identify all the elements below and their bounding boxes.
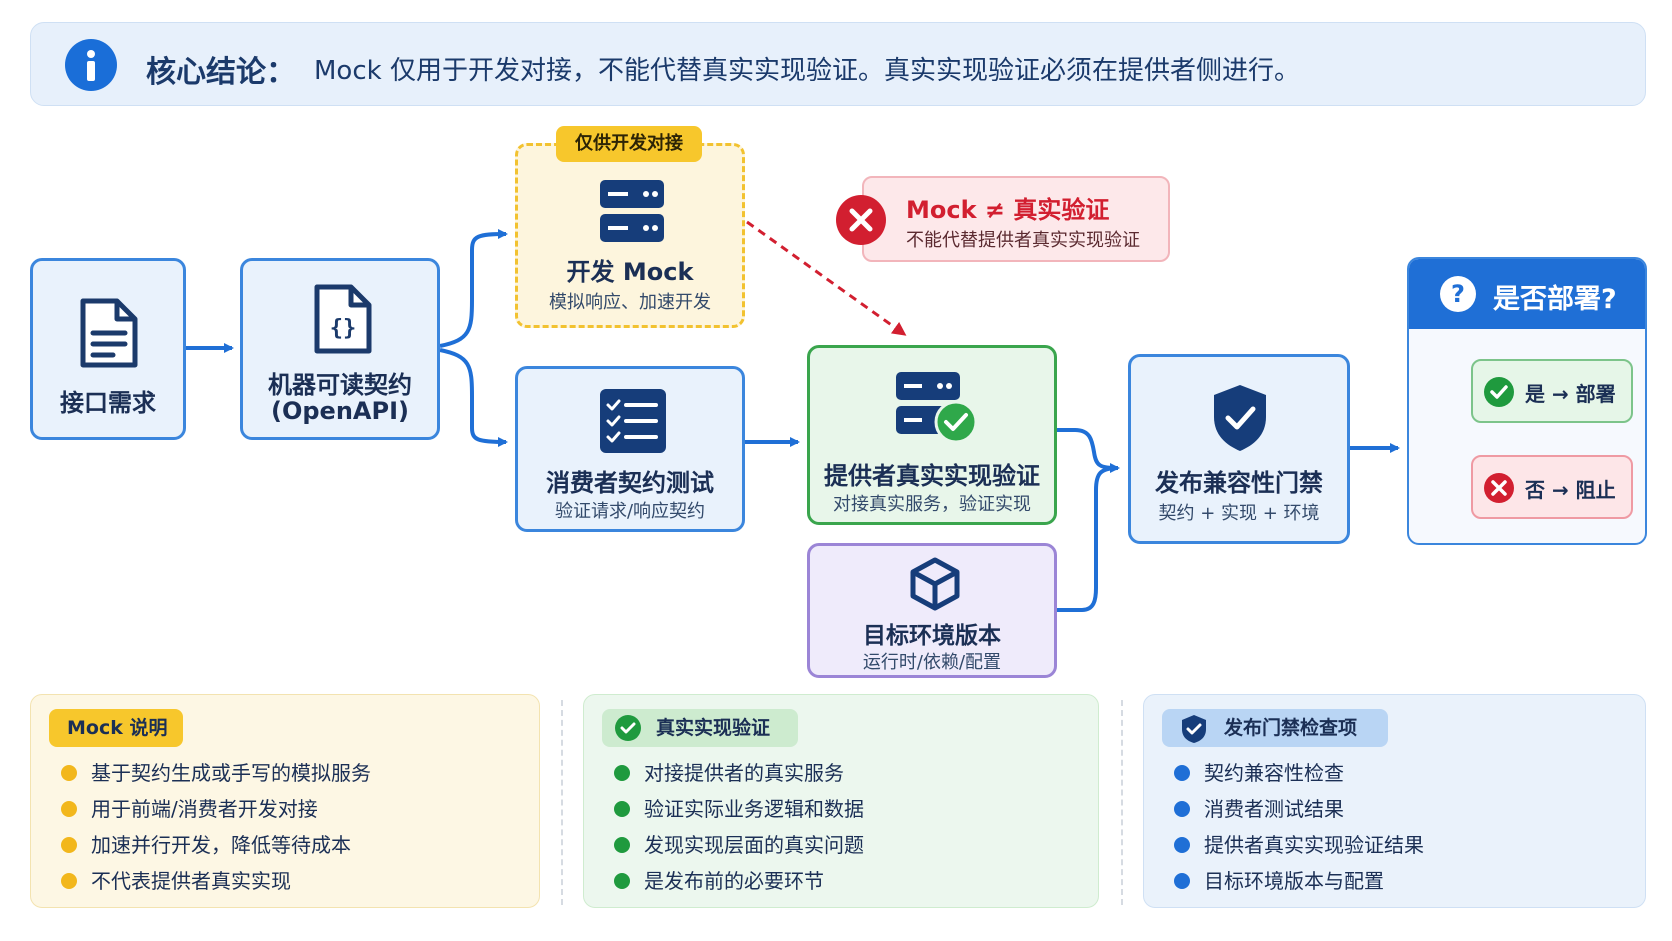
x-circle-icon (1484, 473, 1514, 503)
svg-text:{}: {} (330, 316, 357, 341)
list-item: 对接提供者的真实服务 (614, 758, 864, 794)
list-item: 是发布前的必要环节 (614, 866, 864, 902)
arrow-provider-gate (1057, 428, 1120, 473)
node-consumer-contract-test: 消费者契约测试 验证请求/响应契约 (515, 366, 745, 532)
warning-title: Mock ≠ 真实验证 (906, 196, 1110, 224)
server-icon (600, 180, 664, 242)
deploy-no-label: 否 → 阻止 (1525, 478, 1616, 502)
list-item: 加速并行开发，降低等待成本 (61, 830, 371, 866)
panel-divider (561, 700, 563, 905)
contract-subtitle: (OpenAPI) (271, 397, 409, 425)
arrow-contract-consumer (439, 348, 508, 447)
deploy-yes-option: 是 → 部署 (1471, 359, 1633, 423)
consumer-subtitle: 验证请求/响应契约 (554, 501, 706, 522)
error-x-icon (836, 195, 886, 245)
node-interface-requirement: 接口需求 (30, 258, 186, 440)
node-target-environment: 目标环境版本 运行时/依赖/配置 (807, 543, 1057, 678)
server-check-icon (896, 372, 978, 442)
release-gate-chip: 发布门禁检查项 (1162, 709, 1388, 747)
gate-title: 发布兼容性门禁 (1155, 469, 1323, 497)
env-subtitle: 运行时/依赖/配置 (862, 652, 1002, 673)
real-verification-chip: 真实实现验证 (602, 709, 798, 747)
deploy-header: ? 是否部署? (1409, 259, 1645, 329)
list-item: 目标环境版本与配置 (1174, 866, 1424, 902)
list-item: 不代表提供者真实实现 (61, 866, 371, 902)
contract-title: 机器可读契约 (268, 371, 412, 399)
consumer-title: 消费者契约测试 (546, 469, 714, 497)
mock-notes-panel: Mock 说明 基于契约生成或手写的模拟服务 用于前端/消费者开发对接 加速并行… (30, 694, 540, 908)
info-icon (65, 39, 117, 91)
list-item: 提供者真实实现验证结果 (1174, 830, 1424, 866)
real-verification-panel: 真实实现验证 对接提供者的真实服务 验证实际业务逻辑和数据 发现实现层面的真实问… (583, 694, 1099, 908)
shield-check-icon (1182, 715, 1206, 743)
mock-warning-callout: Mock ≠ 真实验证 不能代替提供者真实实现验证 (862, 176, 1170, 262)
deploy-no-option: 否 → 阻止 (1471, 455, 1633, 519)
list-item: 消费者测试结果 (1174, 794, 1424, 830)
cube-icon (910, 557, 960, 611)
list-item: 用于前端/消费者开发对接 (61, 794, 371, 830)
list-item: 验证实际业务逻辑和数据 (614, 794, 864, 830)
provider-title: 提供者真实实现验证 (824, 462, 1040, 490)
list-item: 发现实现层面的真实问题 (614, 830, 864, 866)
shield-check-icon (1214, 385, 1266, 451)
mock-subtitle: 模拟响应、加速开发 (549, 292, 711, 313)
release-gate-list: 契约兼容性检查 消费者测试结果 提供者真实实现验证结果 目标环境版本与配置 (1174, 758, 1424, 902)
mock-dev-only-tag: 仅供开发对接 (556, 126, 702, 162)
deploy-yes-label: 是 → 部署 (1525, 382, 1616, 406)
banner-text: Mock 仅用于开发对接，不能代替真实实现验证。真实实现验证必须在提供者侧进行。 (314, 56, 1300, 86)
gate-subtitle: 契约 + 实现 + 环境 (1158, 503, 1320, 524)
mock-notes-chip: Mock 说明 (49, 709, 183, 747)
node-dev-mock: 开发 Mock 模拟响应、加速开发 (515, 143, 745, 328)
warning-subtitle: 不能代替提供者真实实现验证 (906, 230, 1140, 251)
release-gate-panel: 发布门禁检查项 契约兼容性检查 消费者测试结果 提供者真实实现验证结果 目标环境… (1143, 694, 1646, 908)
node-openapi-contract: {} 机器可读契约 (OpenAPI) (240, 258, 440, 440)
svg-text:?: ? (1451, 280, 1465, 308)
conclusion-banner: 核心结论： Mock 仅用于开发对接，不能代替真实实现验证。真实实现验证必须在提… (30, 22, 1646, 106)
list-item: 契约兼容性检查 (1174, 758, 1424, 794)
provider-subtitle: 对接真实服务，验证实现 (833, 494, 1031, 515)
arrow-contract-mock (439, 229, 508, 348)
panel-divider (1121, 700, 1123, 905)
json-file-icon: {} (314, 284, 372, 354)
node-deploy-decision: ? 是否部署? 是 → 部署 否 → 阻止 (1407, 257, 1647, 545)
arrow-env-gate (1057, 466, 1119, 612)
mock-notes-list: 基于契约生成或手写的模拟服务 用于前端/消费者开发对接 加速并行开发，降低等待成… (61, 758, 371, 902)
arrow-mock-warning (746, 220, 907, 336)
document-icon (80, 298, 138, 368)
node-release-gate: 发布兼容性门禁 契约 + 实现 + 环境 (1128, 354, 1350, 544)
env-title: 目标环境版本 (863, 623, 1001, 649)
real-verification-list: 对接提供者的真实服务 验证实际业务逻辑和数据 发现实现层面的真实问题 是发布前的… (614, 758, 864, 902)
node-provider-verification: 提供者真实实现验证 对接真实服务，验证实现 (807, 345, 1057, 525)
requirement-title: 接口需求 (60, 389, 156, 417)
check-circle-icon (1484, 377, 1514, 407)
banner-title: 核心结论： (146, 55, 296, 90)
check-circle-icon (615, 715, 641, 741)
list-item: 基于契约生成或手写的模拟服务 (61, 758, 371, 794)
mock-title: 开发 Mock (566, 258, 694, 286)
question-icon: ? (1440, 276, 1476, 312)
checklist-icon (600, 389, 666, 453)
deploy-title: 是否部署? (1493, 284, 1617, 315)
